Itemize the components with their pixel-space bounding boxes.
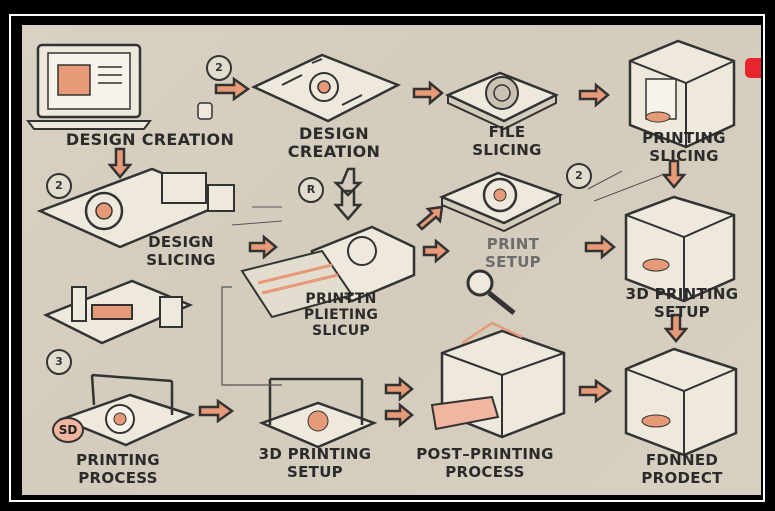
label-file-slicing: FILE SLICING [472, 123, 542, 159]
connector-line [221, 286, 282, 386]
label-funned-product: FDNNED PRODECT [641, 451, 723, 487]
printer-cube-icon-1 [628, 39, 736, 149]
arrow-up-right [416, 205, 444, 231]
label-printing-plieting-slicup: PRINTTN PLIETING SLICUP [303, 291, 379, 339]
thin-line-2 [587, 170, 623, 190]
design-board-icon [251, 53, 402, 123]
label-design-slicing: DESIGN SLICING [146, 233, 216, 269]
arrow-down-4 [661, 159, 687, 189]
arrow-right-6 [422, 238, 450, 264]
slicing-machine-icon [36, 167, 235, 249]
final-product-cube-icon [624, 347, 738, 457]
label-3d-printing-setup-bottom: 3D PRINTING SETUP [258, 445, 372, 481]
arrow-right-1 [214, 76, 251, 102]
arrow-right-3 [578, 82, 610, 108]
3d-badge: SD [52, 417, 84, 443]
step-number: 2 [566, 163, 592, 189]
magnifier-icon [466, 269, 516, 315]
step-number: R [298, 177, 324, 203]
central-printer-icon [240, 225, 416, 319]
label-printing-process: PRINTING PROCESS [76, 451, 160, 487]
print-setup-plate-icon [438, 171, 564, 233]
label-print-setup: PRINT SETUP [485, 235, 541, 271]
label-printing-slicing: PRINTING SLICING [642, 129, 726, 165]
printer-cube-icon-2 [624, 195, 736, 303]
arrow-right-8 [198, 398, 235, 424]
diagram-drawing [26, 39, 738, 457]
label-design-creation-1: DESIGN CREATION [65, 130, 235, 149]
arrow-right-2 [412, 80, 444, 106]
diagram-panel: 2 2 R 2 3 SD DESIGN CREATION DESIGN CREA… [22, 25, 761, 495]
post-printing-printer-icon [430, 321, 566, 439]
step-number: 3 [46, 349, 72, 375]
arrow-down-1 [107, 147, 133, 179]
label-design-creation-2: DESIGN CREATION [287, 124, 381, 161]
flow-arrows [107, 76, 689, 428]
printer-arm-icon [42, 279, 194, 345]
arrow-right-7 [584, 234, 616, 260]
arrow-up-down [332, 167, 364, 197]
arrow-right-9 [384, 376, 414, 402]
arrow-right-10 [384, 402, 414, 428]
frame-border [9, 14, 765, 502]
label-3d-printing-setup-right: 3D PRINTING SETUP [625, 285, 739, 321]
arrow-down-5 [663, 313, 689, 343]
step-number: 2 [206, 55, 232, 81]
red-marker-icon [745, 58, 761, 78]
arrow-right-11 [578, 378, 613, 404]
printing-setup-icon [258, 377, 378, 449]
thin-line-1 [231, 220, 283, 226]
laptop-icon [26, 43, 213, 130]
printing-process-icon [58, 373, 196, 447]
arrow-right-5 [248, 234, 278, 260]
label-post-printing-process: POST–PRINTING PROCESS [416, 445, 554, 481]
file-slicing-plate-icon [444, 71, 560, 131]
step-number: 2 [46, 173, 72, 199]
